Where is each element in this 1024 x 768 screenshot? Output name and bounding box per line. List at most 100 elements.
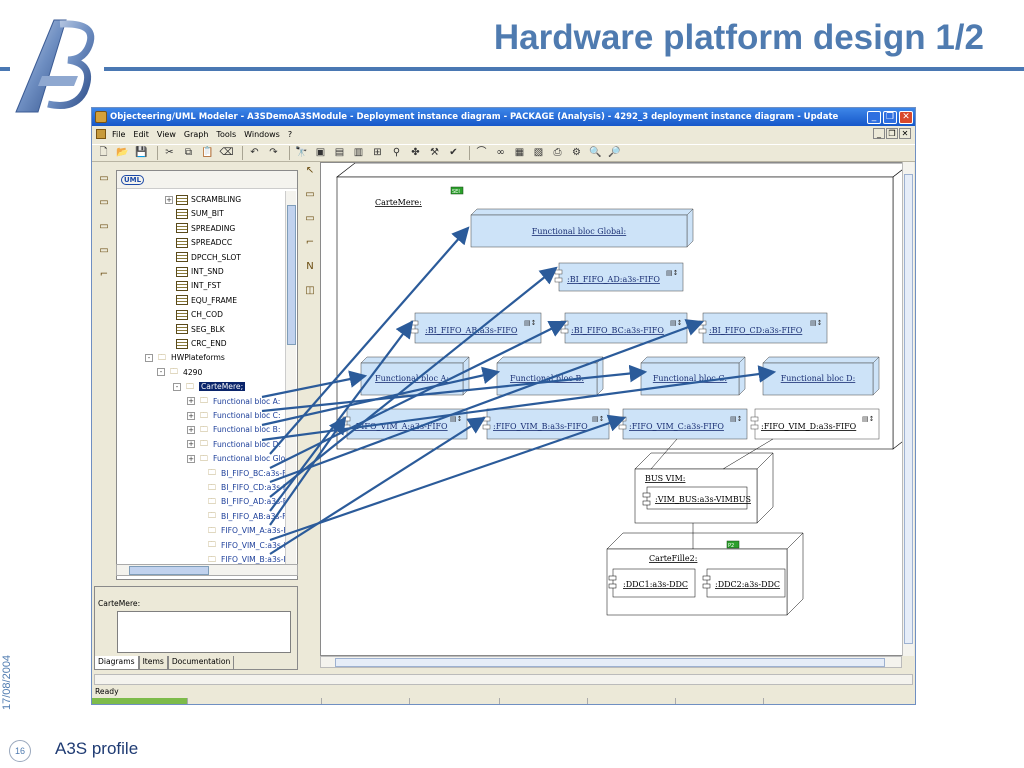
select-tool-icon[interactable]: ↖ — [305, 165, 315, 176]
tree-expander-icon[interactable]: + — [165, 195, 173, 204]
menu-view[interactable]: View — [156, 129, 176, 139]
delete-icon[interactable]: ⌫ — [219, 147, 234, 158]
menu-help[interactable]: ? — [287, 129, 293, 139]
report-icon[interactable]: ▦ — [514, 147, 525, 158]
menu-edit[interactable]: Edit — [133, 129, 149, 139]
menu-graph[interactable]: Graph — [183, 129, 209, 139]
component-tool-icon[interactable]: ▭ — [99, 245, 109, 256]
tree-item[interactable]: 🗀BI_FIFO_BC:a3s-FIFO — [195, 467, 285, 480]
component-bi-fifo-ad[interactable]: :BI_FIFO_AD:a3s-FIFO ▤↕ — [554, 262, 684, 292]
output-scrollbar[interactable] — [94, 674, 913, 685]
tree-scroll-thumb[interactable] — [287, 205, 296, 345]
settings-icon[interactable]: ⚙ — [572, 147, 581, 158]
tree-hscrollbar[interactable] — [116, 564, 298, 576]
paste-icon[interactable]: 📋 — [201, 147, 214, 158]
tree-icon[interactable]: ⊞ — [373, 147, 382, 158]
document-icon[interactable] — [96, 129, 106, 139]
menu-file[interactable]: File — [112, 129, 126, 139]
component-fifo-vim-c[interactable]: :FIFO_VIM_C:a3s-FIFO ▤↕ — [618, 408, 748, 440]
menu-tools[interactable]: Tools — [216, 129, 237, 139]
check-icon[interactable]: ✔ — [449, 147, 458, 158]
link-tool-icon[interactable]: ⌐ — [305, 237, 315, 248]
tree-item[interactable]: -🗀4290 — [157, 366, 202, 379]
tree-item[interactable]: SEG_BLK — [165, 323, 225, 336]
uml-icon[interactable]: UML — [121, 174, 145, 185]
restore-icon[interactable]: ❐ — [883, 110, 897, 124]
tree-item[interactable]: +🗀Functional bloc C: — [187, 409, 281, 422]
layout-icon[interactable]: ▥ — [353, 147, 364, 158]
zoom-out-icon[interactable]: 🔎 — [608, 147, 621, 158]
tree-item[interactable]: SPREADING — [165, 222, 235, 235]
node-tool-icon[interactable]: ▭ — [99, 197, 109, 208]
connector-tool-icon[interactable]: ⌐ — [99, 269, 109, 280]
diagram-icon[interactable]: ▣ — [315, 147, 326, 158]
mdi-close-icon[interactable]: ✕ — [899, 128, 911, 139]
undo-icon[interactable]: ↶ — [250, 147, 259, 158]
tree-expander-icon[interactable]: + — [187, 454, 195, 463]
canvas-vscrollbar[interactable] — [902, 162, 914, 656]
node-bus-vim[interactable]: BUS VIM: :VIM_BUS:a3s-VIMBUS — [634, 452, 774, 524]
tree-item[interactable]: INT_FST — [165, 279, 221, 292]
tree-item[interactable]: SUM_BIT — [165, 207, 224, 220]
node-instance-tool-icon[interactable]: ▭ — [305, 189, 315, 200]
print-icon[interactable]: ⎙ — [553, 147, 562, 158]
tree-item[interactable]: EQU_FRAME — [165, 294, 237, 307]
redo-icon[interactable]: ↷ — [269, 147, 278, 158]
module-icon[interactable]: ✤ — [411, 147, 420, 158]
window-icon[interactable]: ▤ — [334, 147, 345, 158]
link-vim-d-bus[interactable] — [722, 438, 774, 470]
find-icon[interactable]: 🔭 — [295, 147, 308, 158]
node-functional-bloc-d[interactable]: Functional bloc D: — [762, 356, 880, 396]
link-icon[interactable]: ⚲ — [392, 147, 401, 158]
close-icon[interactable]: ✕ — [899, 110, 913, 124]
component-fifo-vim-d[interactable]: :FIFO_VIM_D:a3s-FIFO ▤↕ — [750, 408, 880, 440]
tree-item[interactable]: -🗀CarteMere; — [173, 380, 246, 393]
component-fifo-vim-a[interactable]: :FIFO_VIM_A:a3s-FIFO ▤↕ — [342, 408, 468, 440]
canvas-hscroll-thumb[interactable] — [335, 658, 885, 667]
tree-expander-icon[interactable]: - — [157, 368, 165, 377]
node-functional-bloc-global[interactable]: Functional bloc Global: — [470, 208, 694, 248]
link-vim-c-bus[interactable] — [650, 438, 678, 470]
tree-scrollbar[interactable] — [285, 191, 296, 567]
tree-expander-icon[interactable]: - — [145, 353, 153, 362]
zoom-in-icon[interactable]: 🔍 — [589, 147, 602, 158]
tree-item[interactable]: 🗀FIFO_VIM_B:a3s-FIFO — [195, 553, 285, 566]
tree-item[interactable]: +🗀Functional bloc A: — [187, 395, 280, 408]
constraint-tool-icon[interactable]: ◫ — [305, 285, 315, 296]
window-titlebar[interactable]: Objecteering/UML Modeler - A3SDemoA3SMod… — [92, 108, 915, 126]
mdi-minimize-icon[interactable]: _ — [873, 128, 885, 139]
connect-icon[interactable]: ⌒ — [476, 147, 487, 158]
properties-field[interactable] — [117, 611, 291, 653]
generate-icon[interactable]: ⚒ — [430, 147, 439, 158]
copy-icon[interactable]: ⧉ — [184, 147, 193, 158]
tree-item[interactable]: +🗀Functional bloc B: — [187, 423, 280, 436]
tree-item[interactable]: +SCRAMBLING — [165, 193, 241, 206]
tree-item[interactable]: CRC_END — [165, 337, 227, 350]
tree-expander-icon[interactable]: + — [187, 425, 195, 434]
diagram-canvas[interactable]: CarteMere: SEI Functional bloc Global: :… — [320, 162, 914, 656]
menu-windows[interactable]: Windows — [244, 129, 280, 139]
tree-item[interactable]: INT_SND — [165, 265, 224, 278]
open-icon[interactable]: 📂 — [116, 147, 129, 158]
mdi-restore-icon[interactable]: ❐ — [886, 128, 898, 139]
tree-item[interactable]: -🗀HWPlateforms — [145, 351, 225, 364]
package-tool-icon[interactable]: ▭ — [99, 173, 109, 184]
tab-documentation[interactable]: Documentation — [167, 656, 235, 670]
component-fifo-vim-b[interactable]: :FIFO_VIM_B:a3s-FIFO ▤↕ — [482, 408, 610, 440]
minimize-icon[interactable]: _ — [867, 110, 881, 124]
tab-diagrams[interactable]: Diagrams — [94, 656, 139, 670]
tree-item[interactable]: 🗀FIFO_VIM_A:a3s-FIFO — [195, 524, 285, 537]
tab-items[interactable]: Items — [138, 656, 168, 670]
component-bi-fifo-cd[interactable]: :BI_FIFO_CD:a3s-FIFO ▤↕ — [698, 312, 828, 344]
tree-hscroll-thumb[interactable] — [129, 566, 209, 575]
cut-icon[interactable]: ✂ — [165, 147, 174, 158]
save-icon[interactable]: 💾 — [135, 147, 148, 158]
tree-expander-icon[interactable]: + — [187, 411, 195, 420]
tree-expander-icon[interactable]: + — [187, 397, 195, 406]
instance-tool-icon[interactable]: ▭ — [99, 221, 109, 232]
new-icon[interactable]: 🗋 — [99, 147, 108, 158]
tree-item[interactable]: +🗀Functional bloc D: — [187, 438, 281, 451]
chain-icon[interactable]: ∞ — [496, 147, 505, 158]
tree-item[interactable]: 🗀BI_FIFO_CD:a3s-FIFO — [195, 481, 285, 494]
tree-item[interactable]: 🗀BI_FIFO_AD:a3s-FIFO — [195, 495, 285, 508]
